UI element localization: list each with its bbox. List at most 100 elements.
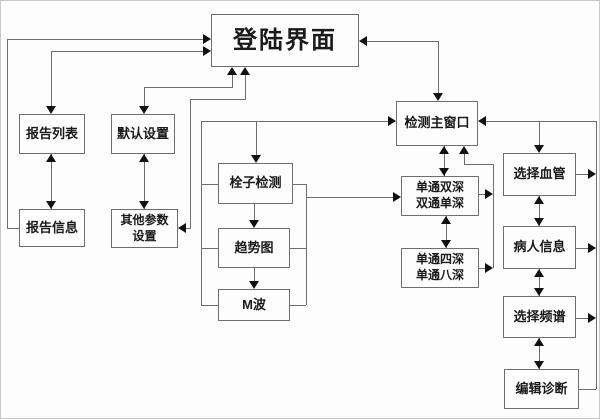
arrowhead-into-mode-dual-top xyxy=(439,168,449,176)
edge-modes-main-window-vertical xyxy=(464,153,465,164)
edge-login-other-params-horizontal xyxy=(190,99,245,100)
arrowhead-into-mode-quad-top xyxy=(441,240,451,248)
node-select-vessel: 选择血管 xyxy=(503,153,576,196)
arrowhead-into-mode-dual-left xyxy=(393,192,401,202)
edge-rail-to-main-window xyxy=(201,121,389,122)
node-login: 登陆界面 xyxy=(211,14,359,67)
node-m-wave: M波 xyxy=(218,289,290,321)
arrowhead-into-patient-info-top xyxy=(534,218,544,226)
edge-report-info-login-vertical xyxy=(7,39,8,228)
edge-main-window-mode-dual xyxy=(444,146,445,176)
edge-login-main-window-horizontal xyxy=(366,41,438,42)
edge-center-right-rail xyxy=(306,184,307,305)
arrowhead-into-main-window-bottom xyxy=(439,146,449,154)
node-m-wave-label: M波 xyxy=(242,296,266,312)
arrowhead-into-report-list-bottom xyxy=(46,154,56,162)
node-other-params: 其他参数 设置 xyxy=(111,209,178,248)
arrowhead-into-select-vessel-bottom xyxy=(534,196,544,204)
arrowhead-into-patient-info-bottom xyxy=(534,269,544,277)
edge-right-collector-horizontal xyxy=(485,121,596,122)
edge-rail-mwave-stub xyxy=(201,305,218,306)
edge-select-spectrum-out-stub xyxy=(576,318,590,319)
arrowhead-patient-info-into-rail xyxy=(588,243,596,253)
edge-rail-trend-stub xyxy=(201,248,218,249)
arrowhead-into-login-left-upper xyxy=(203,34,211,44)
edge-trend-mwave xyxy=(254,268,255,283)
edge-trend-right-stub xyxy=(290,248,306,249)
arrowhead-mode-quad-into-rail xyxy=(485,263,493,273)
edge-patient-info-select-spectrum xyxy=(539,269,540,296)
arrowhead-into-report-list-top xyxy=(46,106,56,114)
arrowhead-into-embolus-top xyxy=(251,155,261,163)
edge-report-info-login-horizontal xyxy=(7,39,203,40)
edge-select-vessel-patient-info xyxy=(539,196,540,226)
node-edit-diagnosis: 编辑诊断 xyxy=(504,369,579,409)
arrowhead-select-vessel-into-rail xyxy=(588,169,596,179)
arrowhead-into-default-settings-top xyxy=(139,106,149,114)
edge-embolus-right-stub xyxy=(293,184,306,185)
arrowhead-into-other-params-top xyxy=(139,201,149,209)
edge-mwave-right-stub xyxy=(290,305,306,306)
node-select-spectrum-label: 选择频谱 xyxy=(513,308,566,324)
arrowhead-into-main-window-right xyxy=(478,116,486,126)
edge-select-vessel-out-stub xyxy=(576,174,590,175)
arrowhead-into-login-left-lower xyxy=(203,46,211,56)
edge-login-default-settings-horizontal xyxy=(144,87,233,88)
edge-mode-dual-out-stub xyxy=(479,194,485,195)
edge-login-default-settings-vertical-left xyxy=(144,87,145,108)
node-report-list-label: 报告列表 xyxy=(25,125,78,141)
edge-embolus-trend xyxy=(254,204,255,222)
edge-drop-to-select-vessel xyxy=(539,121,540,147)
node-mode-dual-depth-label: 单通双深 双通单深 xyxy=(415,180,464,210)
arrowhead-select-spectrum-into-rail xyxy=(588,313,596,323)
node-select-spectrum: 选择频谱 xyxy=(503,296,576,338)
arrowhead-into-login-bottom-left xyxy=(227,67,237,75)
arrowhead-into-main-window-left xyxy=(388,116,396,126)
edge-center-left-rail xyxy=(201,121,202,305)
edge-rail-embolus-stub xyxy=(201,184,218,185)
edge-login-other-params-stub xyxy=(184,228,190,229)
edge-mode-dual-mode-quad xyxy=(446,216,447,248)
node-mode-quad-depth: 单通四深 单通八深 xyxy=(401,248,479,288)
node-default-settings: 默认设置 xyxy=(111,114,175,154)
arrowhead-into-select-vessel-top xyxy=(534,145,544,153)
arrowhead-into-select-spectrum-bottom xyxy=(534,338,544,346)
edge-report-list-report-info xyxy=(51,154,52,209)
node-report-info: 报告信息 xyxy=(19,209,85,247)
edge-default-settings-other-params xyxy=(144,154,145,209)
edge-login-other-params-vertical-top xyxy=(245,73,246,100)
node-other-params-label: 其他参数 设置 xyxy=(120,212,169,243)
node-mode-quad-depth-label: 单通四深 单通八深 xyxy=(415,252,464,282)
node-embolus-detection-label: 栓子检测 xyxy=(229,175,282,191)
edge-login-report-list-vertical xyxy=(51,51,52,108)
arrowhead-into-other-params-right xyxy=(178,223,186,233)
edge-login-main-window-vertical xyxy=(438,41,439,94)
node-login-label: 登陆界面 xyxy=(233,26,337,54)
arrowhead-into-mode-dual-bottom xyxy=(441,216,451,224)
edge-modes-main-window-horizontal xyxy=(464,164,493,165)
edge-rail-to-mode-dual xyxy=(306,197,393,198)
edge-drop-to-embolus xyxy=(256,121,257,157)
node-report-list: 报告列表 xyxy=(19,114,85,154)
edge-right-collector-rail xyxy=(596,121,597,389)
arrowhead-mode-dual-into-rail xyxy=(485,189,493,199)
arrowhead-into-edit-diagnosis-top xyxy=(534,361,544,369)
arrowhead-into-trend-top xyxy=(249,220,259,228)
node-main-window: 检测主窗口 xyxy=(396,101,478,146)
arrowhead-into-report-info-top xyxy=(46,201,56,209)
arrowhead-into-select-spectrum-top xyxy=(534,288,544,296)
node-select-vessel-label: 选择血管 xyxy=(513,166,566,182)
edge-report-info-login-stub xyxy=(7,228,19,229)
arrowhead-into-main-window-top xyxy=(433,93,443,101)
node-main-window-label: 检测主窗口 xyxy=(404,115,470,131)
node-default-settings-label: 默认设置 xyxy=(116,125,169,141)
arrowhead-into-default-settings-bottom xyxy=(139,154,149,162)
edge-login-report-list-horizontal xyxy=(51,51,203,52)
edge-select-spectrum-edit-diagnosis xyxy=(539,338,540,369)
edge-edit-diagnosis-rail-stub xyxy=(579,389,596,390)
node-embolus-detection: 栓子检测 xyxy=(218,163,293,204)
node-mode-dual-depth: 单通双深 双通单深 xyxy=(401,176,479,216)
node-trend-chart-label: 趋势图 xyxy=(234,239,274,255)
edge-mode-quad-out-stub xyxy=(479,268,485,269)
node-edit-diagnosis-label: 编辑诊断 xyxy=(515,380,568,396)
